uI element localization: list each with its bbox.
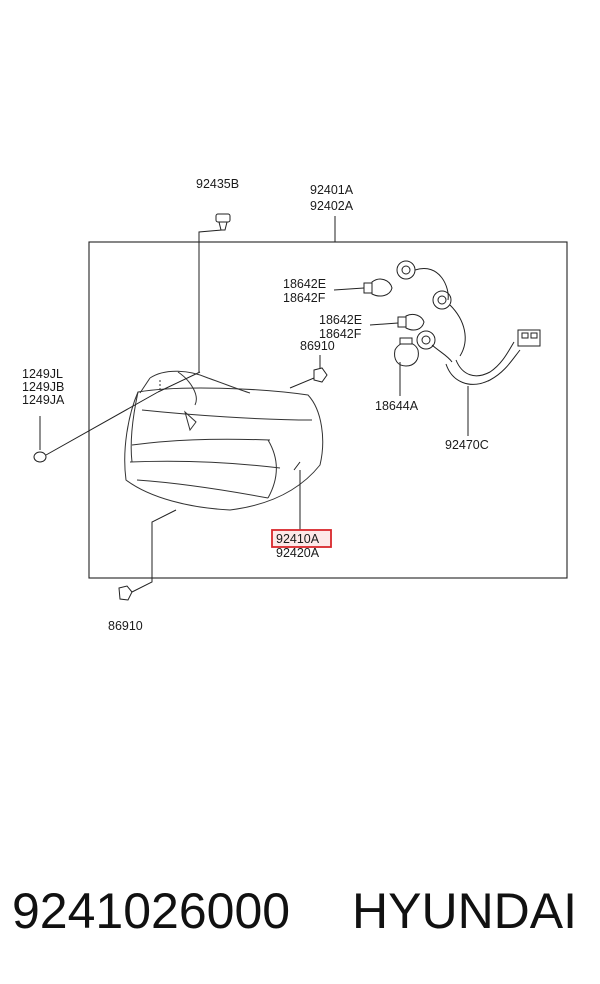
- highlight-box: [271, 529, 332, 548]
- label-bulb-e2: 18642E: [319, 313, 362, 327]
- part-caption: 9241026000 HYUNDAI: [0, 876, 600, 946]
- brand-name: HYUNDAI: [352, 883, 578, 939]
- label-bolt-ja: 1249JA: [22, 393, 65, 407]
- label-bulb-f2: 18642F: [319, 327, 362, 341]
- lens-leader-tip: [293, 461, 301, 471]
- label-bulb-large: 18644A: [375, 399, 419, 413]
- tail-lamp-housing: [124, 370, 324, 511]
- label-bulb-f: 18642F: [283, 291, 326, 305]
- socket-icons: [396, 260, 452, 350]
- label-assembly-lh: 92401A: [310, 183, 354, 197]
- nut-upper-icon: [313, 367, 328, 383]
- label-nut-lower: 86910: [108, 619, 143, 633]
- bulb-upper-icon: [363, 278, 393, 297]
- clip-leader: [198, 229, 223, 372]
- label-assembly-rh: 92402A: [310, 199, 354, 213]
- bulb-upper-leader: [333, 287, 365, 291]
- bolt-leader-ext: [157, 371, 201, 393]
- label-lens-rh: 92420A: [276, 546, 320, 560]
- label-nut-upper: 86910: [300, 339, 335, 353]
- nut-lower-icon: [118, 585, 133, 601]
- label-bolt-jb: 1249JB: [22, 380, 64, 394]
- label-lens-lh[interactable]: 92410A: [276, 532, 320, 546]
- label-clip-screw: 92435B: [196, 177, 239, 191]
- part-number: 9241026000: [12, 883, 291, 939]
- wiring-harness-icon: [414, 268, 541, 436]
- clip-screw-icon: [215, 213, 231, 231]
- nut-upper-leader-2: [289, 377, 315, 389]
- label-wiring-harness: 92470C: [445, 438, 489, 452]
- bulb-large-icon: [394, 337, 419, 367]
- bulb-middle-leader: [369, 322, 399, 326]
- label-bolt-jl: 1249JL: [22, 367, 63, 381]
- bulb-middle-icon: [397, 313, 425, 331]
- bolt-icon: [33, 416, 47, 463]
- nut-lower-leader: [131, 509, 177, 593]
- label-bulb-e: 18642E: [283, 277, 326, 291]
- bolt-leader: [45, 391, 159, 456]
- assembly-frame: [88, 241, 568, 579]
